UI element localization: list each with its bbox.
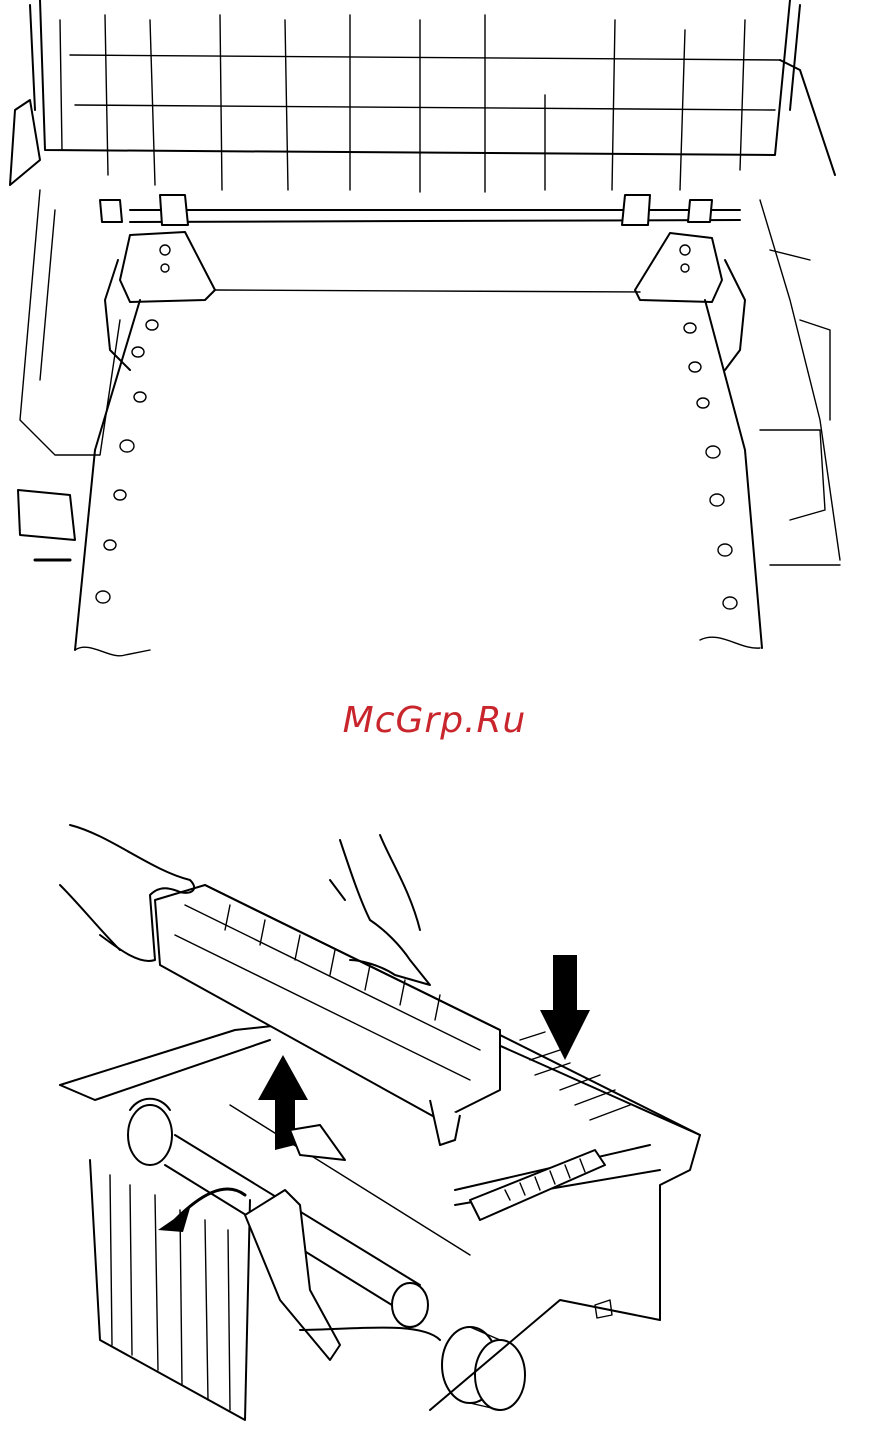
tractor-feed-illustration (0, 0, 869, 665)
watermark-text: McGrp.Ru (0, 700, 869, 741)
separator-removal-icon (0, 815, 869, 1450)
separator-removal-illustration (0, 815, 869, 1450)
tractor-feed-paper-icon (0, 0, 869, 665)
